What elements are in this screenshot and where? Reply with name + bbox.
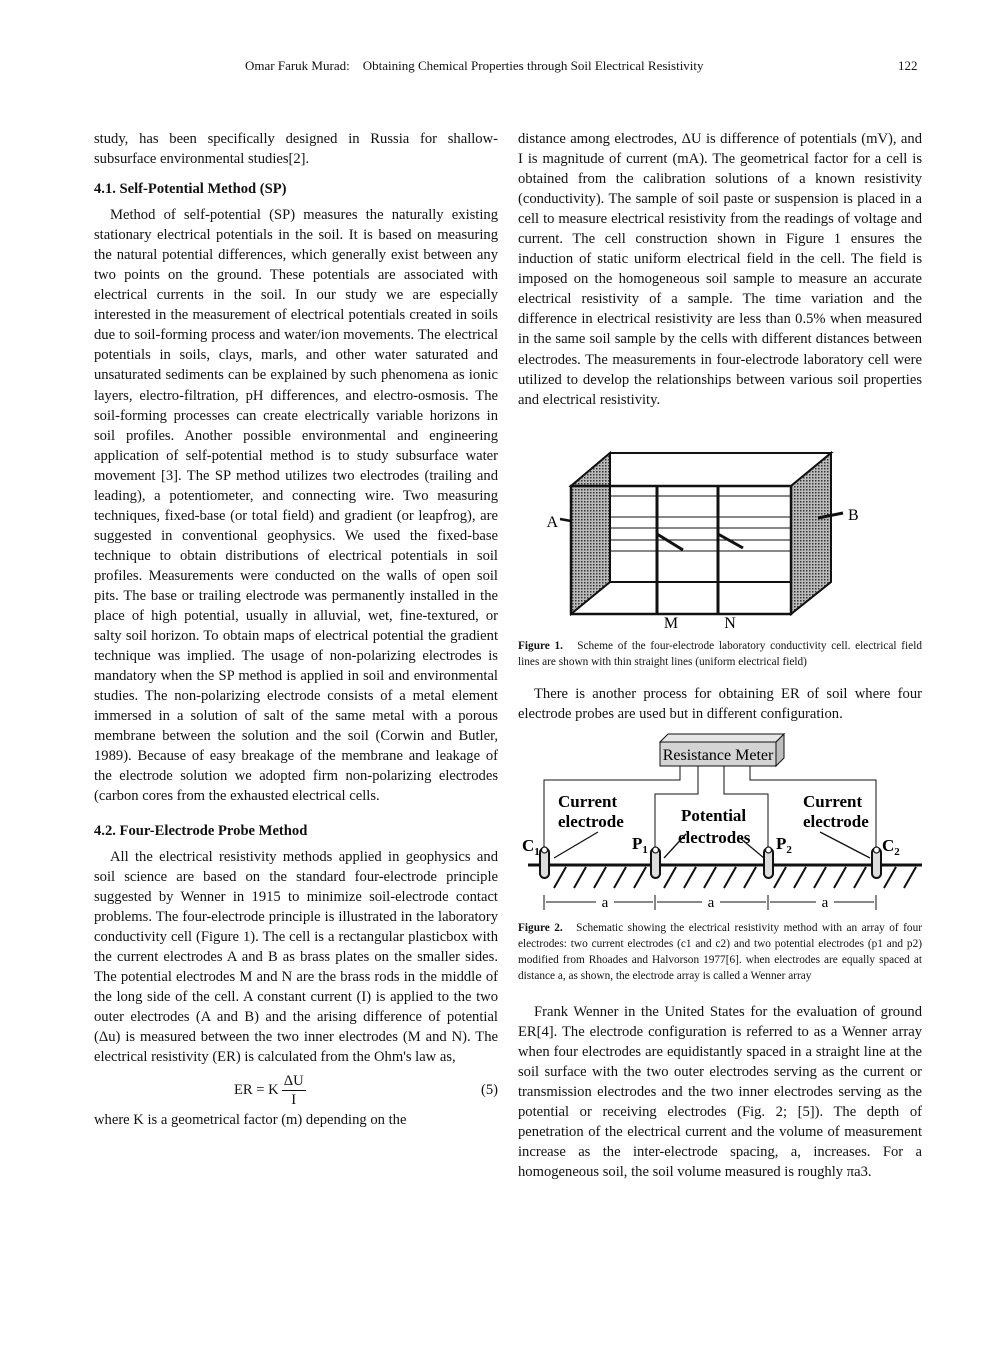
p1-label: P1 [632,834,648,856]
c2-label: C2 [882,836,900,858]
spacing-label-3: a [822,895,829,911]
continuation-paragraph: distance among electrodes, ΔU is differe… [518,131,922,408]
electrode-a-label: A [546,514,558,531]
section-4-2-heading: 4.2. Four-Electrode Probe Method [94,822,308,839]
electrode-n-label: N [724,615,736,632]
equation-number: (5) [480,1082,498,1099]
current-label-3: Current [803,792,863,811]
paragraph-2: There is another process for obtaining E… [518,685,922,722]
left-column: study, has been specifically designed in… [94,129,498,1130]
paragraph-3: Frank Wenner in the United States for th… [518,1003,922,1181]
equation-numerator: ΔU [281,1073,306,1092]
p2-label: P2 [776,834,792,856]
resistance-meter-label: Resistance Meter [663,747,774,764]
current-label-1: Current [558,792,618,811]
equation-fraction: ΔU I [281,1072,306,1109]
after-equation-text: where K is a geometrical factor (m) depe… [94,1112,407,1129]
section-4-1-paragraph: Method of self-potential (SP) measures t… [94,207,498,805]
potential-label-1: Potential [681,806,746,825]
figure-1-caption-label: Figure 1. [518,639,564,652]
running-header: Omar Faruk Murad: Obtaining Chemical Pro… [0,58,993,76]
electrode-m-label: M [664,615,678,632]
figure-1-caption: Figure 1. Scheme of the four-electrode l… [518,638,922,670]
figure-2-caption-text: Schematic showing the electrical resisti… [518,921,922,982]
intro-paragraph: study, has been specifically designed in… [94,131,498,168]
figure-2: Resistance Meter [518,730,922,918]
page-number: 122 [898,58,918,73]
figure-2-caption: Figure 2. Schematic showing the electric… [518,920,922,984]
equation-lhs: ER = K [234,1082,279,1099]
potential-label-2: electrodes [678,828,751,847]
equation-denominator: I [291,1092,297,1109]
right-column: distance among electrodes, ΔU is differe… [518,129,922,1182]
wenner-array-diagram: Resistance Meter [522,732,922,911]
c1-label: C1 [522,836,540,858]
figure-2-caption-label: Figure 2. [518,921,563,934]
current-label-2: electrode [558,812,624,831]
spacing-label-1: a [602,895,609,911]
electrode-b-label: B [848,507,859,524]
current-label-4: electrode [803,812,869,831]
section-4-1-heading: 4.1. Self-Potential Method (SP) [94,181,287,198]
equation-5: ER = K ΔU I (5) [94,1068,498,1110]
running-title: Omar Faruk Murad: Obtaining Chemical Pro… [245,58,704,73]
spacing-label-2: a [708,895,715,911]
figure-1-caption-text: Scheme of the four-electrode laboratory … [518,639,922,668]
figure-1: A B M N [518,432,922,632]
section-4-2-paragraph: All the electrical resistivity methods a… [94,848,498,1065]
conductivity-cell-diagram: A B M N [546,450,859,632]
